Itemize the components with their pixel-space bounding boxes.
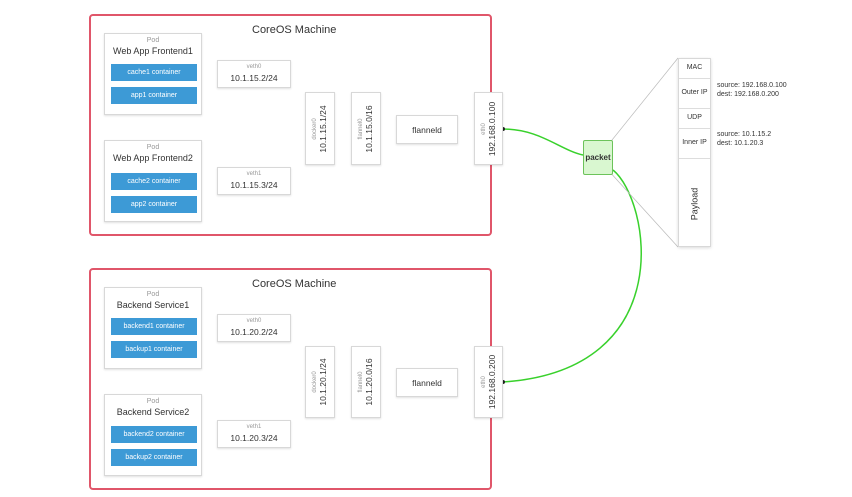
flannel0-interface[interactable]: flannel0 10.1.20.0/16: [351, 346, 381, 418]
cache2-container[interactable]: cache2 container: [111, 173, 197, 190]
flannel0-interface[interactable]: flannel0 10.1.15.0/16: [351, 92, 381, 165]
cache1-container[interactable]: cache1 container: [111, 64, 197, 81]
header-mac: MAC: [679, 59, 710, 79]
pod-name: Web App Frontend1: [113, 46, 193, 56]
pod-backend-service2[interactable]: Pod Backend Service2 backend2 container …: [104, 394, 202, 476]
veth1-interface[interactable]: veth1 10.1.15.3/24: [217, 167, 291, 195]
app1-container[interactable]: app1 container: [111, 87, 197, 104]
outer-ip-info: source: 192.168.0.100 dest: 192.168.0.20…: [717, 81, 787, 100]
veth0-label: veth0: [246, 64, 262, 70]
pod-name: Backend Service1: [116, 300, 190, 310]
inner-dest: dest: 10.1.20.3: [717, 140, 764, 148]
docker0-ip: 10.1.15.1/24: [318, 104, 328, 153]
backup1-container[interactable]: backup1 container: [111, 341, 197, 358]
veth0-ip: 10.1.15.2/24: [230, 73, 278, 83]
packet-node[interactable]: packet: [583, 140, 613, 175]
header-payload: Payload: [689, 187, 700, 220]
flannel0-ip: 10.1.20.0/16: [364, 358, 374, 406]
header-outer-ip: Outer IP: [679, 79, 710, 109]
eth0-label: eth0: [480, 122, 487, 135]
docker0-bridge[interactable]: docker0 10.1.15.1/24: [305, 92, 335, 165]
docker0-ip: 10.1.20.1/24: [318, 358, 328, 406]
header-udp: UDP: [679, 109, 710, 129]
eth0-ip: 192.168.0.100: [486, 101, 497, 156]
app2-container[interactable]: app2 container: [111, 196, 197, 213]
pod-web-app-frontend2[interactable]: Pod Web App Frontend2 cache2 container a…: [104, 140, 202, 222]
link-packet-to-eth0-2: [502, 169, 642, 383]
eth0-label: eth0: [480, 376, 487, 388]
inner-ip-info: source: 10.1.15.2 dest: 10.1.20.3: [717, 130, 771, 149]
outer-source: source: 192.168.0.100: [717, 82, 787, 89]
veth1-ip: 10.1.15.3/24: [230, 180, 278, 190]
veth0-label: veth0: [246, 318, 262, 324]
flannel0-ip: 10.1.15.0/16: [364, 104, 374, 153]
pod-label: Pod: [146, 144, 160, 151]
veth0-interface[interactable]: veth0 10.1.15.2/24: [217, 60, 291, 88]
link-eth0-to-packet: [502, 128, 584, 156]
machine-title: CoreOS Machine: [252, 278, 337, 290]
backup2-container[interactable]: backup2 container: [111, 449, 197, 466]
packet-header-panel: MAC Outer IP UDP Inner IP Payload: [678, 58, 711, 247]
eth0-interface[interactable]: eth0 192.168.0.200: [474, 346, 503, 418]
packet-expand-line-top: [607, 57, 679, 146]
inner-source: source: 10.1.15.2: [717, 131, 772, 138]
eth0-interface[interactable]: eth0 192.168.0.100: [474, 92, 503, 165]
flanneld-daemon[interactable]: flanneld: [396, 368, 458, 397]
backend2-container[interactable]: backend2 container: [111, 426, 197, 443]
machine-title: CoreOS Machine: [252, 24, 337, 36]
header-inner-ip: Inner IP: [679, 129, 710, 159]
header-payload-cell: Payload: [679, 159, 710, 248]
eth0-ip: 192.168.0.200: [486, 354, 497, 410]
pod-name: Backend Service2: [116, 407, 190, 417]
veth1-ip: 10.1.20.3/24: [230, 433, 278, 443]
pod-label: Pod: [146, 37, 160, 44]
pod-label: Pod: [146, 291, 160, 298]
pod-label: Pod: [146, 398, 160, 405]
veth1-label: veth1: [246, 171, 262, 177]
veth1-interface[interactable]: veth1 10.1.20.3/24: [217, 420, 291, 448]
backend1-container[interactable]: backend1 container: [111, 318, 197, 335]
veth0-ip: 10.1.20.2/24: [230, 327, 278, 337]
pod-name: Web App Frontend2: [113, 153, 193, 163]
flanneld-daemon[interactable]: flanneld: [396, 115, 458, 144]
pod-backend-service1[interactable]: Pod Backend Service1 backend1 container …: [104, 287, 202, 369]
outer-dest: dest: 192.168.0.200: [717, 91, 779, 99]
pod-web-app-frontend1[interactable]: Pod Web App Frontend1 cache1 container a…: [104, 33, 202, 115]
packet-expand-line-bottom: [607, 169, 679, 248]
veth0-interface[interactable]: veth0 10.1.20.2/24: [217, 314, 291, 342]
docker0-bridge[interactable]: docker0 10.1.20.1/24: [305, 346, 335, 418]
veth1-label: veth1: [246, 424, 262, 430]
